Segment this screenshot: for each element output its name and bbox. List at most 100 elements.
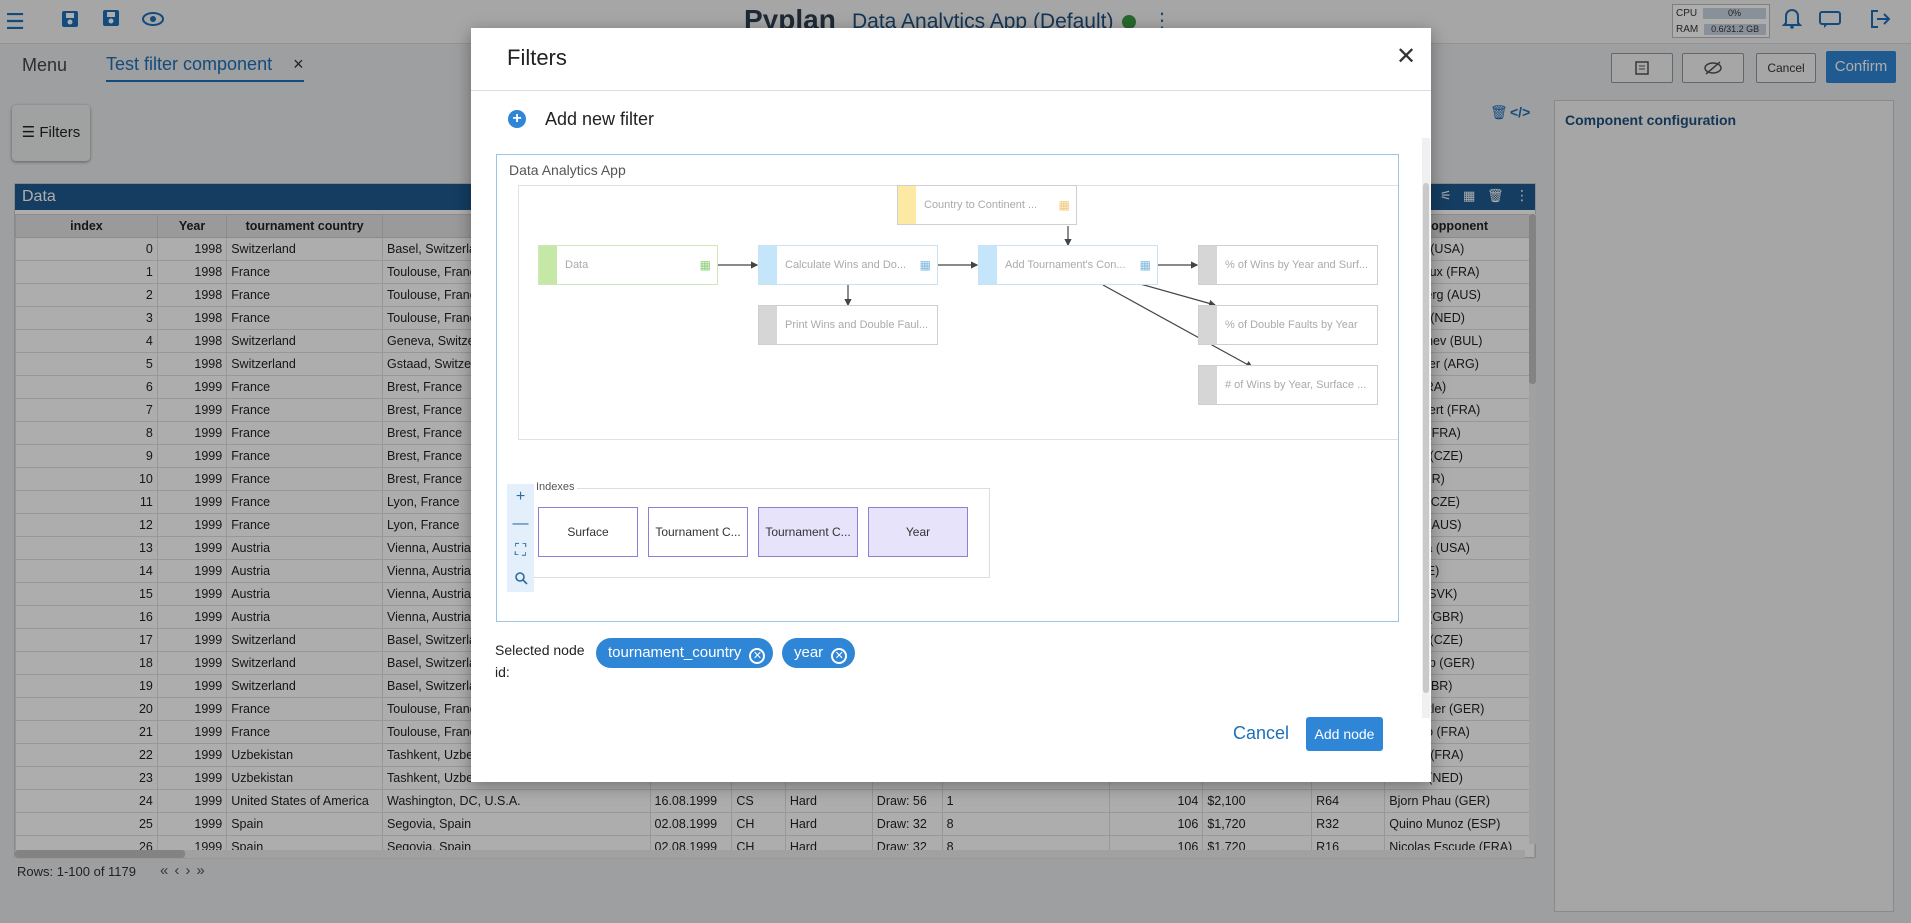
table-cell: 12 [15,513,158,537]
properties-button[interactable] [1611,53,1673,83]
chip-remove-icon[interactable]: ✕ [831,648,848,664]
filters-button[interactable]: ☰ Filters [12,105,90,161]
fit-view-icon[interactable]: ⛶ [507,538,534,565]
pagination-controls[interactable]: «‹›» [160,862,211,879]
table-cell: 22 [15,743,158,767]
table-cell: Uzbekistan [226,743,384,767]
zoom-in-icon[interactable]: + [507,484,534,511]
table-cell: France [226,421,384,445]
table-cell: 1999 [156,536,228,560]
table-cell: Washington, DC, U.S.A. [382,789,651,813]
table-cell: Draw: 32 [871,812,943,836]
more-vertical-icon[interactable]: ⋮ [1152,10,1172,32]
index-tournament-c-2[interactable]: Tournament C... [758,507,858,557]
table-icon: ▦ [919,258,931,272]
node-country-to-continent[interactable]: Country to Continent ... ▦ [897,185,1077,225]
table-cell: 1998 [156,237,228,261]
vertical-scrollbar[interactable] [1529,214,1536,844]
table-cell: CS [731,789,786,813]
hamburger-menu-icon[interactable]: ☰ [5,9,25,34]
confirm-button[interactable]: Confirm [1826,51,1896,83]
table-cell: 13 [15,536,158,560]
table-cell: Switzerland [226,237,384,261]
hide-button[interactable] [1682,53,1744,83]
add-new-filter-label[interactable]: Add new filter [545,109,655,129]
node-add-tournament[interactable]: Add Tournament's Con... ▦ [978,245,1158,285]
index-year[interactable]: Year [868,507,968,557]
trash-icon[interactable]: 🗑 [1490,104,1508,120]
node-data[interactable]: Data ▦ [538,245,718,285]
cancel-button[interactable]: Cancel [1756,53,1816,83]
delete-icon[interactable]: 🗑 [1487,188,1504,203]
vertical-scroll-thumb[interactable] [1529,214,1536,384]
node-num-wins[interactable]: # of Wins by Year, Surface ... [1198,365,1378,405]
notifications-bell-icon[interactable] [1777,7,1807,37]
close-icon[interactable]: ✕ [1395,43,1417,70]
cpu-value: 0% [1703,7,1766,19]
table-cell: 18 [15,651,158,675]
rows-info: Rows: 1-100 of 1179 [17,864,136,879]
zoom-out-icon[interactable]: — [507,511,534,538]
menu-label[interactable]: Menu [22,55,68,75]
node-print-wins[interactable]: Print Wins and Double Faul... [758,305,938,345]
table-cell: Draw: 56 [871,789,943,813]
table-cell: CH [731,812,786,836]
modal-divider [471,90,1431,91]
table-icon: ▦ [699,258,711,272]
table-cell: 1999 [156,467,228,491]
table-cell: 20 [15,697,158,721]
chip-remove-icon[interactable]: ✕ [749,648,766,664]
table-cell: 9 [15,444,158,468]
table-cell: Segovia, Spain [382,812,651,836]
save-icon[interactable] [55,7,85,37]
table-cell: Hard [784,812,873,836]
table-cell: France [226,444,384,468]
table-cell: Austria [226,536,384,560]
table-cell: France [226,398,384,422]
component-configuration-panel: Component configuration [1554,100,1894,912]
table-cell: 1998 [156,329,228,353]
horizontal-scrollbar[interactable] [15,850,1525,858]
tab-test-filter-component[interactable]: Test filter component × [106,54,304,82]
table-cell: 106 [1108,812,1204,836]
node-pct-double-faults[interactable]: % of Double Faults by Year [1198,305,1378,345]
preview-eye-icon[interactable] [138,7,168,37]
code-icon[interactable]: </> [1510,104,1531,120]
column-header[interactable]: Year [156,214,228,238]
logout-icon[interactable] [1865,7,1895,37]
modal-scroll-thumb[interactable] [1423,183,1429,693]
table-cell: Switzerland [226,674,384,698]
horizontal-scroll-thumb[interactable] [15,850,185,858]
diagram-edges [718,226,1254,368]
sliders-icon: ☰ [21,124,36,141]
table-cell: 1999 [156,444,228,468]
node-pct-wins[interactable]: % of Wins by Year and Surf... [1198,245,1378,285]
more-vertical-icon[interactable]: ⋮ [1515,187,1529,203]
table-cell: 1999 [156,720,228,744]
table-cell: 14 [15,559,158,583]
table-cell: Uzbekistan [226,766,384,790]
chip-tournament-country[interactable]: tournament_country✕ [596,638,774,668]
save-as-icon[interactable] [96,7,126,37]
add-filter-plus-icon[interactable]: + [508,110,526,128]
table-icon[interactable]: ▦ [1463,188,1476,203]
table-cell: 1998 [156,306,228,330]
add-node-button[interactable]: Add node [1306,717,1383,751]
table-cell: Bjorn Phau (GER) [1384,789,1535,813]
chart-icon[interactable]: ⚟ [1440,188,1452,203]
chat-icon[interactable] [1815,7,1845,37]
table-cell: 1999 [156,766,228,790]
tab-label: Test filter component [106,54,273,74]
tab-close-icon[interactable]: × [293,54,304,74]
table-cell: 1999 [156,605,228,629]
index-surface[interactable]: Surface [538,507,638,557]
node-calculate-wins[interactable]: Calculate Wins and Do... ▦ [758,245,938,285]
chip-year[interactable]: year✕ [782,638,856,668]
modal-cancel-button[interactable]: Cancel [1233,723,1290,743]
table-cell: France [226,467,384,491]
zoom-search-icon[interactable] [507,565,534,592]
index-tournament-c-1[interactable]: Tournament C... [648,507,748,557]
table-cell: 1999 [156,398,228,422]
indexes-label: Indexes [534,481,577,493]
